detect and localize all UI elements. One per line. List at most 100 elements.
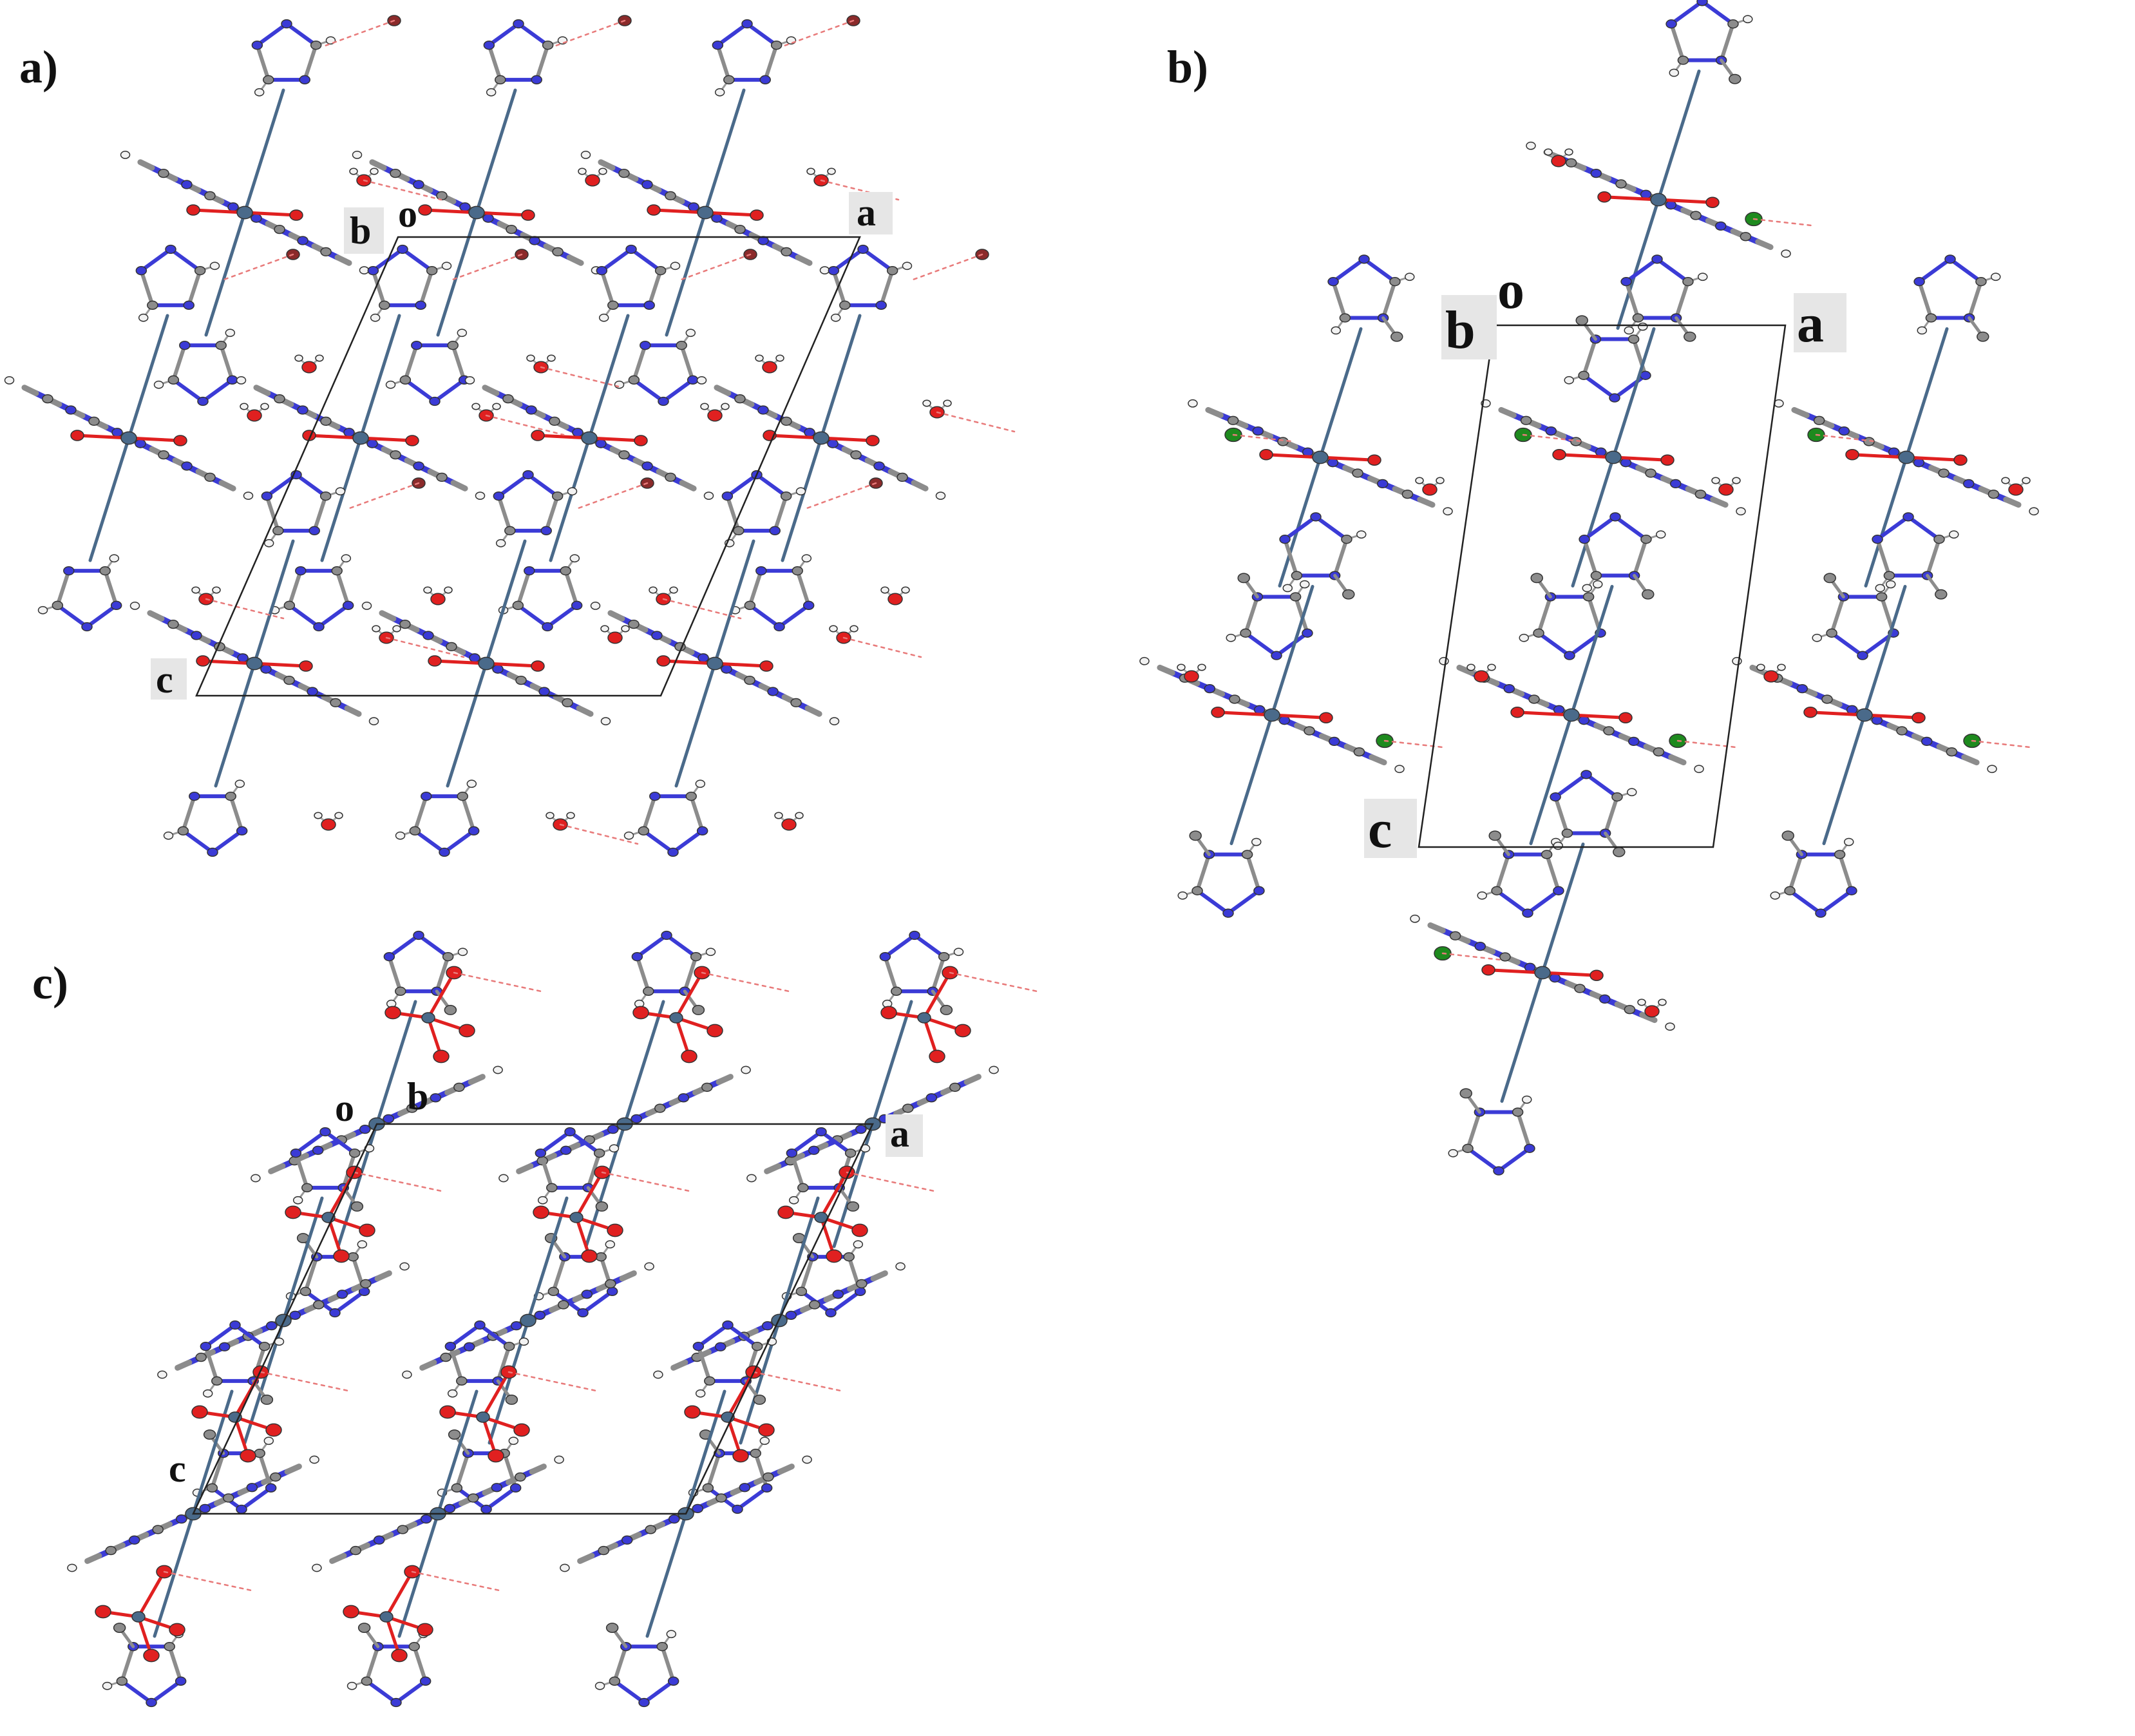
oxygen-atom (247, 409, 262, 422)
nitrogen-atom (542, 622, 553, 632)
hydrogen-atom (102, 1681, 113, 1690)
nitrogen-atom (1962, 479, 1975, 489)
carbon-atom (609, 1676, 621, 1686)
nitrogen-atom (534, 1310, 546, 1320)
carbon-atom (88, 416, 100, 426)
panel-b-a-axis-label: a (1797, 294, 1824, 354)
hydrogen-atom (464, 376, 475, 385)
carbon-atom (274, 394, 285, 404)
hydrogen-atom (590, 602, 601, 610)
carbon-atom (1834, 850, 1846, 859)
nitrogen-atom (1846, 886, 1857, 895)
planar-ligand (1861, 712, 1997, 774)
hydrogen-atom (600, 717, 611, 725)
carbon-atom (562, 698, 573, 708)
nitrogen-atom (696, 826, 708, 835)
central-atom (476, 1411, 490, 1423)
nitrogen-atom (480, 1504, 492, 1514)
carbon-atom (547, 1286, 560, 1296)
hydrogen-atom (1756, 663, 1765, 671)
hydrogen-atom (263, 539, 274, 548)
water-molecule (1637, 998, 1667, 1018)
planar-ligand (67, 1511, 196, 1572)
metal-complex (120, 19, 370, 406)
oxygen-atom (581, 1249, 598, 1263)
metal-complex (1439, 512, 1704, 918)
oxygen-atom (1618, 712, 1633, 723)
carbon-atom (52, 600, 64, 610)
nitrogen-atom (281, 19, 292, 29)
carbon-atom (258, 1342, 270, 1351)
hydrogen-atom (1553, 841, 1564, 850)
hydrogen-atom (1443, 507, 1453, 516)
hydrogen-atom (802, 1455, 812, 1464)
carbon-atom (716, 1493, 727, 1503)
planar-ligand (236, 376, 364, 441)
carbon-atom (1277, 437, 1289, 446)
hydrogen-atom (240, 403, 249, 410)
hydrogen-atom (644, 1262, 654, 1271)
hydrogen-atom (447, 1389, 458, 1398)
carbon-atom (313, 1300, 325, 1310)
hydrogen-atom (594, 1681, 605, 1690)
oxygen-atom (391, 1648, 408, 1663)
carbon-atom (1462, 1143, 1474, 1153)
nitrogen-atom (218, 1342, 231, 1351)
carbon-atom (167, 619, 179, 629)
oxygen-atom (781, 818, 797, 831)
hydrogen-atom (359, 266, 370, 274)
imidazole-ring (1550, 770, 1637, 857)
nitrogen-atom (1376, 479, 1389, 489)
oxygen-atom (531, 430, 545, 441)
nitrogen-atom (251, 213, 262, 223)
nitrogen-atom (251, 41, 263, 50)
hydrogen-atom (294, 354, 303, 362)
metal-atom (520, 1313, 536, 1328)
methyl-carbon (1459, 1088, 1472, 1099)
methyl-carbon (605, 1623, 619, 1633)
carbon-atom (299, 1286, 312, 1296)
nitrogen-atom (260, 664, 272, 674)
nitrogen-atom (607, 1125, 619, 1134)
water-molecule (1177, 663, 1206, 683)
carbon-atom (167, 375, 180, 385)
hydrogen-atom (209, 262, 220, 271)
hydrogen-atom (1439, 656, 1449, 665)
hydrogen-atom (234, 779, 245, 788)
carbon-atom (399, 619, 411, 629)
panel-a-structure (4, 15, 1016, 857)
nitrogen-atom (181, 180, 193, 189)
hydrogen-atom (670, 262, 681, 271)
oxygen-atom (333, 1249, 350, 1263)
oxygen-atom (405, 435, 419, 446)
hydrogen-atom (598, 313, 609, 322)
hydrogen-atom (1226, 633, 1236, 642)
carbon-atom (1694, 490, 1707, 499)
carbon-atom (1740, 232, 1752, 242)
oxygen-atom (1211, 707, 1225, 718)
nitrogen-atom (312, 1145, 324, 1155)
oxygen-atom (866, 435, 880, 446)
nitrogen-atom (757, 405, 769, 415)
metal-complex (1732, 512, 1997, 918)
nitrogen-atom (261, 491, 273, 501)
nitrogen-atom (804, 428, 815, 437)
nitrogen-atom (135, 439, 146, 448)
nitrogen-atom (413, 930, 424, 940)
hydrogen-atom (614, 380, 625, 389)
nitrogen-atom (246, 1483, 258, 1493)
hydrogen-atom (849, 625, 859, 633)
planar-ligand (1610, 454, 1746, 516)
carbon-atom (225, 792, 236, 801)
hydrogen-atom (901, 586, 910, 594)
oxygen-atom (95, 1605, 111, 1619)
oxygen-atom (759, 660, 773, 672)
oxygen-atom (681, 1049, 697, 1064)
imidazole-ring (367, 244, 452, 322)
hydrogen-atom (1743, 15, 1753, 24)
oxygen-atom (1474, 670, 1489, 683)
carbon-atom (701, 1082, 713, 1092)
oxo-anion (343, 1565, 433, 1663)
panel-a-origin-label: o (398, 193, 417, 235)
carbon-atom (409, 826, 421, 835)
